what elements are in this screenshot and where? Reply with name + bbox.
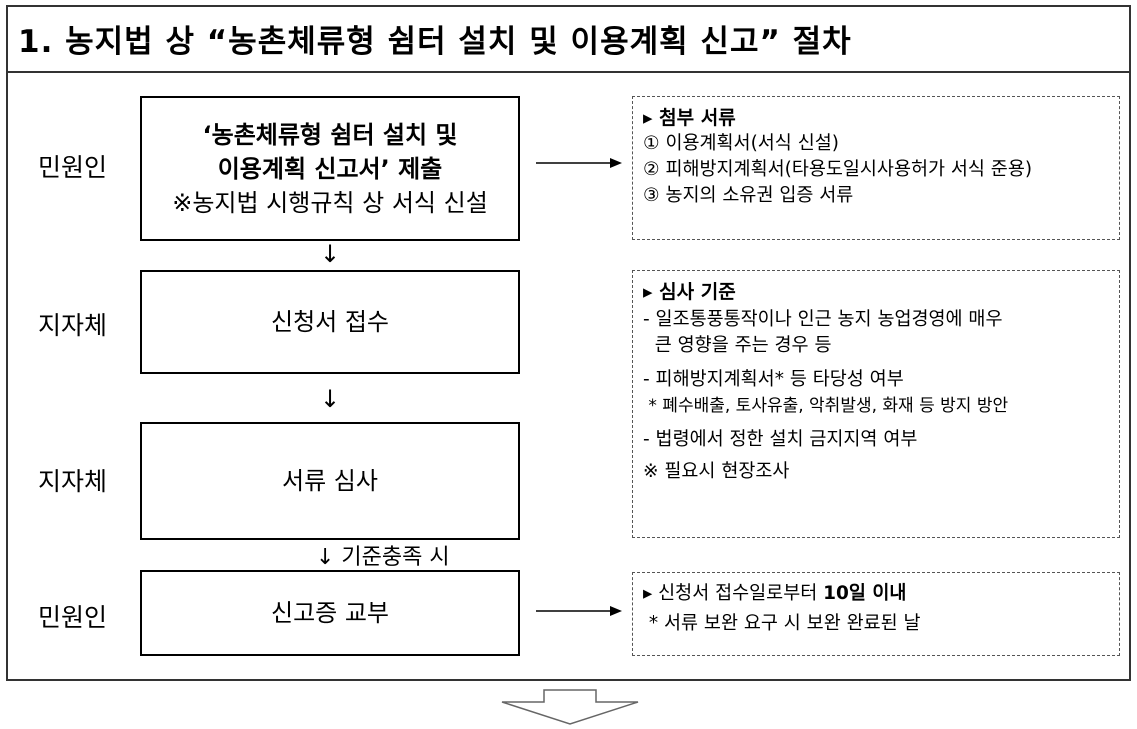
- diagram-title: 1. 농지법 상 “농촌체류형 쉼터 설치 및 이용계획 신고” 절차: [18, 23, 852, 60]
- criteria-line-4: * 폐수배출, 토사유출, 악취발생, 화재 등 방지 방안: [643, 396, 1009, 416]
- diagram-frame: [6, 5, 1131, 681]
- docs-item-1: ① 이용계획서(서식 신설): [643, 133, 839, 154]
- criteria-line-2: 큰 영향을 주는 경우 등: [643, 335, 832, 356]
- note-attached-docs: ▸ 첨부 서류 ① 이용계획서(서식 신설) ② 피해방지계획서(타용도일시사용…: [632, 96, 1120, 240]
- issue-note-line-2: * 서류 보완 요구 시 보완 완료된 날: [643, 613, 921, 634]
- docs-item-3: ③ 농지의 소유권 입증 서류: [643, 185, 854, 206]
- process-box-submit: ‘농촌체류형 쉼터 설치 및 이용계획 신고서’ 제출 ※농지법 시행규칙 상 …: [140, 96, 520, 241]
- submit-line-2: 이용계획 신고서’ 제출: [217, 154, 443, 183]
- note-issue-deadline: ▸ 신청서 접수일로부터 10일 이내 * 서류 보완 요구 시 보완 완료된 …: [632, 572, 1120, 656]
- issue-line: 신고증 교부: [270, 599, 390, 627]
- down-arrow-icon: [501, 689, 639, 725]
- actor-label-1: 민원인: [38, 153, 108, 182]
- arrow-to-issue-note: [536, 606, 622, 616]
- actor-label-2: 지자체: [38, 311, 108, 340]
- criteria-line-3: - 피해방지계획서* 등 타당성 여부: [643, 369, 904, 390]
- flow-arrow-2: ↓: [320, 385, 341, 413]
- criteria-line-1: - 일조통풍통작이나 인근 농지 농업경영에 매우: [643, 309, 1003, 330]
- submit-line-3: ※농지법 시행규칙 상 서식 신설: [172, 188, 488, 217]
- arrow-to-docs-note: [536, 158, 622, 168]
- process-box-issue: 신고증 교부: [140, 570, 520, 656]
- receive-line: 신청서 접수: [270, 308, 390, 336]
- actor-label-3: 지자체: [38, 467, 108, 496]
- process-box-review: 서류 심사: [140, 422, 520, 540]
- criteria-line-5: - 법령에서 정한 설치 금지지역 여부: [643, 429, 918, 450]
- submit-line-1: ‘농촌체류형 쉼터 설치 및: [202, 120, 458, 149]
- issue-note-deadline: 10일 이내: [823, 583, 907, 604]
- title-bar: 1. 농지법 상 “농촌체류형 쉼터 설치 및 이용계획 신고” 절차: [6, 5, 1131, 73]
- criteria-line-6: ※ 필요시 현장조사: [643, 461, 790, 482]
- issue-note-prefix: ▸ 신청서 접수일로부터: [643, 583, 824, 604]
- flow-arrow-condition: ↓ 기준충족 시: [316, 545, 450, 570]
- note-review-criteria: ▸ 심사 기준 - 일조통풍통작이나 인근 농지 농업경영에 매우 큰 영향을 …: [632, 270, 1120, 538]
- docs-heading: ▸ 첨부 서류: [643, 107, 736, 129]
- criteria-heading: ▸ 심사 기준: [643, 281, 736, 303]
- docs-item-2: ② 피해방지계획서(타용도일시사용허가 서식 준용): [643, 159, 1033, 180]
- actor-label-4: 민원인: [38, 603, 108, 632]
- issue-note-line-1: ▸ 신청서 접수일로부터 10일 이내: [643, 581, 1109, 607]
- review-line: 서류 심사: [282, 467, 378, 495]
- flow-arrow-1: ↓: [320, 240, 341, 268]
- process-box-receive: 신청서 접수: [140, 270, 520, 374]
